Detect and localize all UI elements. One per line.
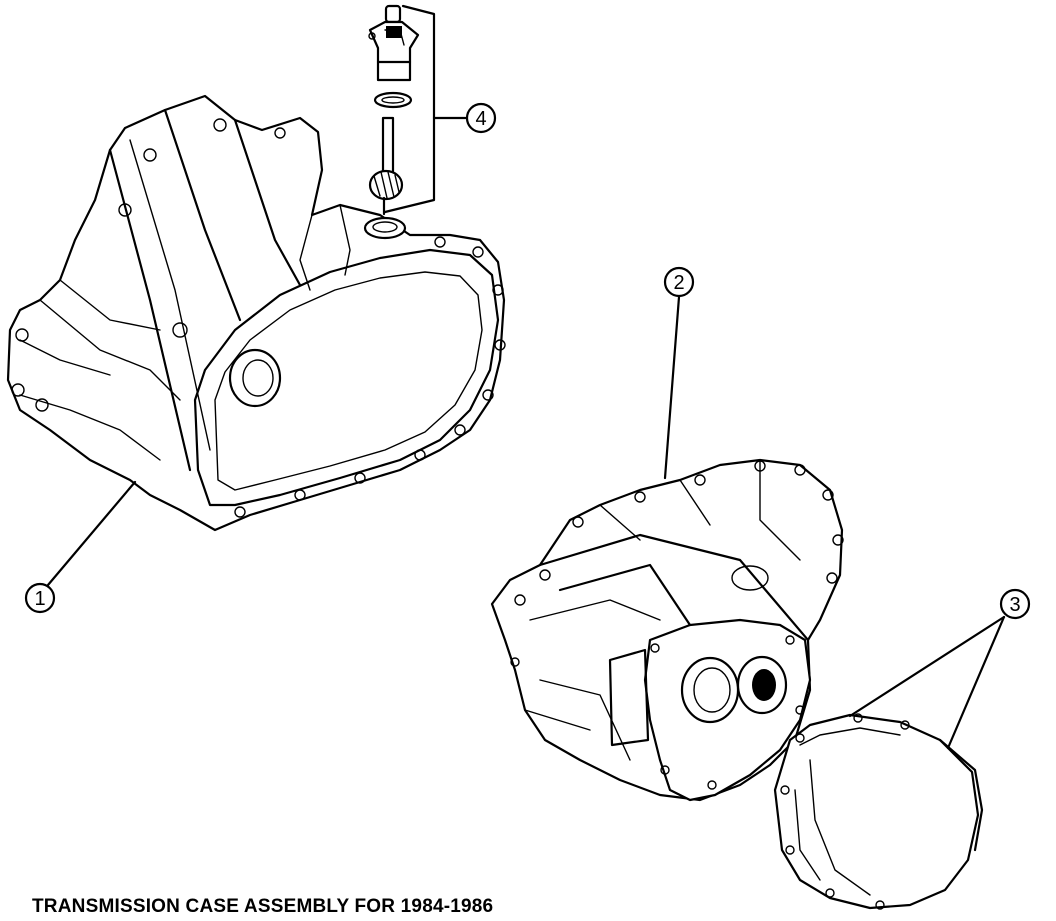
figure-caption: TRANSMISSION CASE ASSEMBLY FOR 1984-1986 [32, 896, 494, 917]
end-cover-icon [773, 713, 984, 910]
callout-3: 3 [999, 588, 1031, 620]
callout-4: 4 [465, 102, 497, 134]
speedometer-driven-gear-icon [368, 4, 468, 216]
callout-1: 1 [24, 582, 56, 614]
callout-3-label: 3 [1009, 594, 1020, 616]
callout-1-label: 1 [34, 588, 45, 610]
callout-2: 2 [663, 266, 695, 298]
callout-2-label: 2 [673, 272, 684, 294]
clutch-housing-icon [6, 94, 506, 532]
leader-lines [46, 295, 1006, 750]
transmission-case-icon [490, 458, 844, 802]
callout-4-label: 4 [475, 108, 486, 130]
